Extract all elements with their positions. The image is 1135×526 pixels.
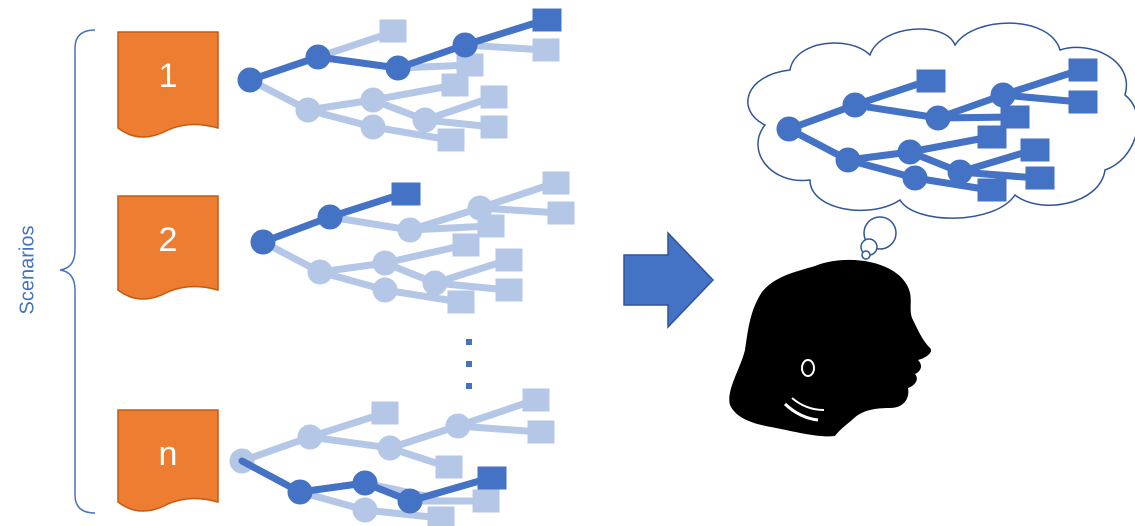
right-arrow-icon — [623, 231, 715, 329]
thought-bubbles — [860, 216, 897, 260]
scenarios-label: Scenarios — [16, 226, 38, 315]
scenario-document-n: n — [117, 409, 219, 512]
scenario-label-n: n — [159, 435, 178, 473]
scenario-tree-2 — [250, 171, 575, 314]
scenario-label-2: 2 — [159, 221, 178, 259]
scenario-tree-n — [229, 388, 555, 526]
scenario-document-1: 1 — [117, 31, 219, 138]
woman-head-silhouette-icon — [729, 259, 932, 437]
scenario-label-1: 1 — [159, 57, 178, 95]
scenario-tree-1 — [237, 8, 562, 152]
scenarios-brace — [59, 29, 96, 514]
scenario-document-2: 2 — [117, 195, 219, 300]
vertical-dots-icon — [466, 339, 472, 389]
combined-tree — [776, 58, 1098, 202]
